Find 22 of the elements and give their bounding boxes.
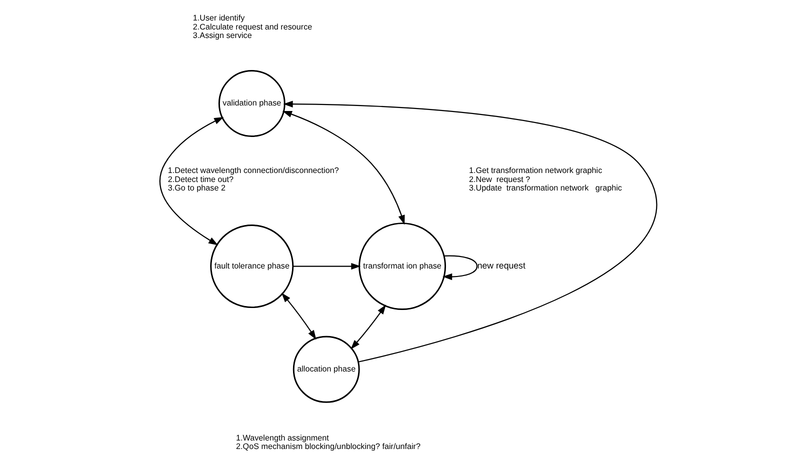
node-label: 3.Go to phase 2 — [168, 184, 226, 193]
arrow — [281, 292, 316, 340]
node-label: 2.New request ? — [469, 174, 530, 184]
arrow — [282, 110, 405, 225]
node-circle: transformat ion phase — [358, 222, 446, 310]
arrow — [160, 116, 224, 246]
node-label: 1.Get transformation network graphic — [469, 166, 602, 175]
node-label: 1.Detect wavelength connection/disconnection? — [168, 166, 339, 175]
node-label: 3.Assign service — [192, 31, 252, 40]
node-label: 1.Wavelength assignment — [236, 433, 329, 442]
node-circle: validation phase — [218, 70, 286, 137]
arrow — [293, 262, 361, 270]
node-label: 2.Detect time out? — [168, 174, 234, 184]
node-label: 3.Update transformation network graphic — [469, 184, 622, 193]
node-label: 2.QoS mechanism blocking/unblocking? fair/unfair? — [236, 442, 421, 452]
arrow — [442, 255, 478, 280]
arrow — [350, 304, 386, 350]
node-circle: fault tolerance phase — [210, 224, 294, 308]
node-label: 1.User identify — [192, 13, 245, 22]
arrow — [283, 100, 656, 362]
node-label: 2.Calculate request and resource — [192, 22, 312, 32]
edge-label: new request — [477, 260, 526, 271]
